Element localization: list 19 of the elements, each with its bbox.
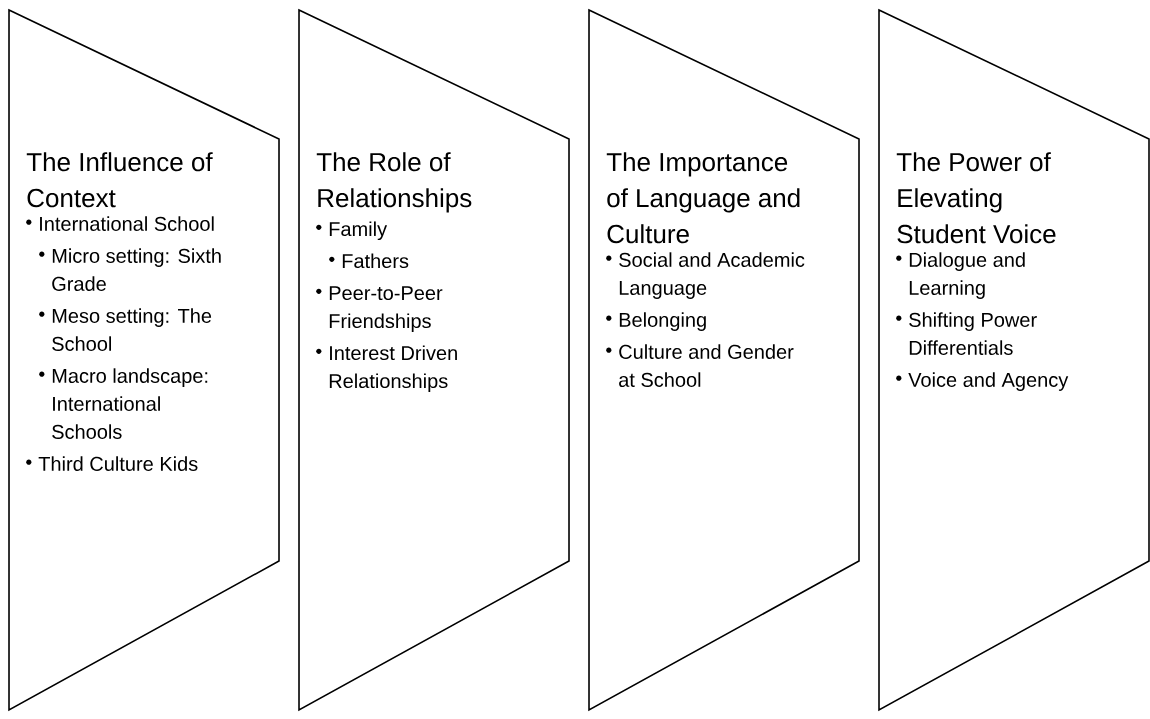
bullet-item: Family <box>316 221 388 241</box>
bullet-item: Social and Academic Language <box>606 252 805 299</box>
heading: The Importance of Language and Culture <box>606 152 800 244</box>
heading: The Influence of Context <box>26 152 213 208</box>
bullet-item: Third Culture Kids <box>26 456 198 471</box>
bullet-item: Voice and Agency <box>896 372 1069 391</box>
bullet-item: Meso setting: The School <box>39 308 212 351</box>
bullet-item: Belonging <box>606 312 706 331</box>
bullet-item: International School <box>26 216 214 231</box>
heading: The Role of Relationships <box>316 152 472 213</box>
heading: The Power of Elevating Student Voice <box>896 152 1056 244</box>
bullet-item: Peer-to-Peer Friendships <box>316 286 443 333</box>
bullet-item: Culture and Gender at School <box>606 344 794 387</box>
bullet-item: Shifting Power Differentials <box>896 312 1037 355</box>
bullet-item: Interest Driven Relationships <box>316 345 457 393</box>
bullet-item: Fathers <box>329 253 409 269</box>
bullet-item: Dialogue and Learning <box>896 252 1025 299</box>
bullet-item: Macro landscape: International Schools <box>39 368 208 439</box>
bullet-item: Micro setting: Sixth Grade <box>39 248 221 291</box>
